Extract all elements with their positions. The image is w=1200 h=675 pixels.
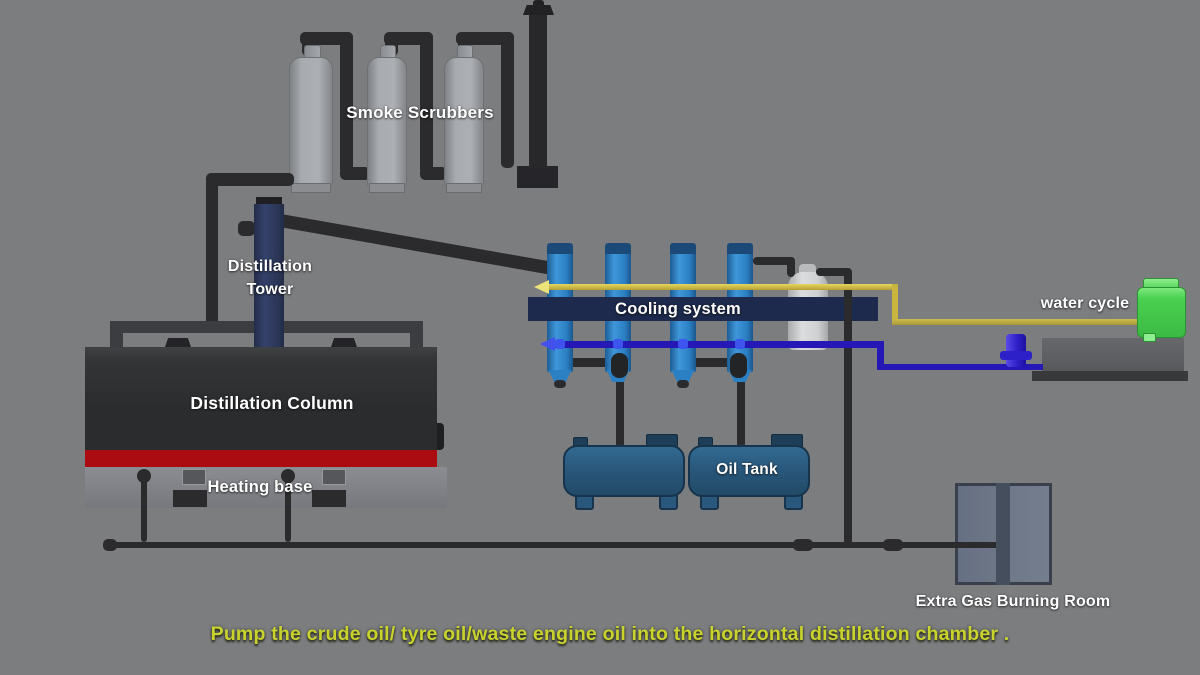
distillation-column-label: Distillation Column [190,393,354,413]
scrubber-pipe-c-top [456,32,514,45]
column-frame-post-left [110,321,123,348]
column-frame-post-right [410,321,423,348]
water-return-valve-3 [678,339,688,349]
water-return-valve-2 [613,339,623,349]
oil-feed-pipe-1 [616,376,624,448]
water-line-h2 [892,319,1138,325]
cooling-cylinder-1-taper [548,370,572,382]
oil-tank-2 [688,445,810,497]
burning-room-stripe [996,483,1010,585]
scrubber-pipe-a-down [340,32,353,174]
heating-base-label: Heating base [207,478,313,496]
cooling-outlet-knob-1 [611,353,628,378]
scrubber-3 [444,57,484,187]
water-tank [1137,287,1186,338]
heating-riser-right-knob [281,469,295,483]
gas-outlet-pipe-v [844,268,852,545]
water-platform-lip [1032,371,1188,381]
column-manhole-right [331,338,357,347]
tower-label-line1: Distillation [227,258,313,275]
scrubber-pipe-b-bottom [420,167,447,180]
water-cycle-label: water cycle [1040,295,1130,312]
cooling-cylinder-1-nozzle [554,380,566,388]
riser-pipe-horizontal [206,173,294,186]
cooling-bottom-connector-1 [560,358,614,367]
smoke-scrubbers-label: Smoke Scrubbers [346,103,494,122]
water-return-arrow [540,337,555,351]
column-manhole-left [165,338,191,347]
chimney-stack [529,6,547,168]
water-tank-nozzle [1143,333,1156,342]
scrubber-3-base [446,183,482,193]
scrubber-pipe-a-top [300,32,353,45]
cooling-system-label: Cooling system [615,300,741,318]
chimney-cap [523,5,554,15]
tower-cap [256,197,282,206]
heating-base-burner-right [312,490,346,507]
water-platform [1042,338,1184,373]
water-return-valve-1 [555,339,565,349]
cooling-system-bar [528,297,878,321]
scrubber-2-base [369,183,405,193]
scrubber-pipe-c-down [501,32,514,168]
cooling4-top-pipe-h [753,257,795,265]
water-line-h1 [549,284,896,290]
water-return-valve-4 [735,339,745,349]
heating-riser-right [285,478,291,542]
tower-left-stub [238,221,255,236]
heating-base-burner-left [173,490,207,507]
distillation-tower-label: Distillation Tower [210,255,330,301]
water-pump-flange [1000,351,1032,360]
bottom-pipe-sleeve-1 [793,539,813,551]
bottom-pipe-end-cap [103,539,117,551]
cooling-cylinder-1-cap [547,243,573,256]
scrubber-1 [289,57,333,187]
oil-tank-1 [563,445,685,497]
chimney-base [517,166,558,188]
water-return-h2 [877,364,1043,370]
heating-riser-left [141,478,147,542]
distillation-tower [254,204,284,347]
water-return-v [877,341,884,369]
cooling-cylinder-3-cap [670,243,696,256]
cooling-cylinder-3-taper [671,370,695,382]
cooling-cylinder-3-nozzle [677,380,689,388]
column-side-valve [437,423,444,450]
column-red-stripe [85,450,437,467]
oil-feed-pipe-2 [737,376,745,448]
extra-gas-burning-room-label: Extra Gas Burning Room [915,593,1111,610]
scrubber-2 [367,57,407,187]
chimney-tip [533,0,544,7]
caption-text: Pump the crude oil/ tyre oil/waste engin… [210,623,1010,645]
tower-label-line2: Tower [246,281,294,298]
cooling4-top-pipe-v [787,257,795,277]
oil-tank-label: Oil Tank [716,461,778,478]
bottom-pipe-sleeve-2 [883,539,903,551]
distillation-column [85,347,437,450]
scrubber-1-base [291,183,331,193]
bottle-cap [799,264,816,274]
bottom-gas-pipe [107,542,998,548]
cooling-bottom-connector-2 [684,358,732,367]
gas-outlet-pipe-h [816,268,850,276]
heating-base-panel-left [182,469,206,485]
cooling-cylinder-4-cap [727,243,753,256]
scrubber-pipe-b-down [420,32,433,174]
cooling-cylinder-2-cap [605,243,631,256]
water-line-arrow [534,280,549,294]
heating-riser-left-knob [137,469,151,483]
water-return-h1 [555,341,879,348]
scrubber-pipe-a-bottom [340,167,370,180]
water-line-v [892,284,898,325]
riser-pipe-vertical [206,178,218,331]
heating-base-panel-right [322,469,346,485]
cooling-outlet-knob-2 [730,353,747,378]
